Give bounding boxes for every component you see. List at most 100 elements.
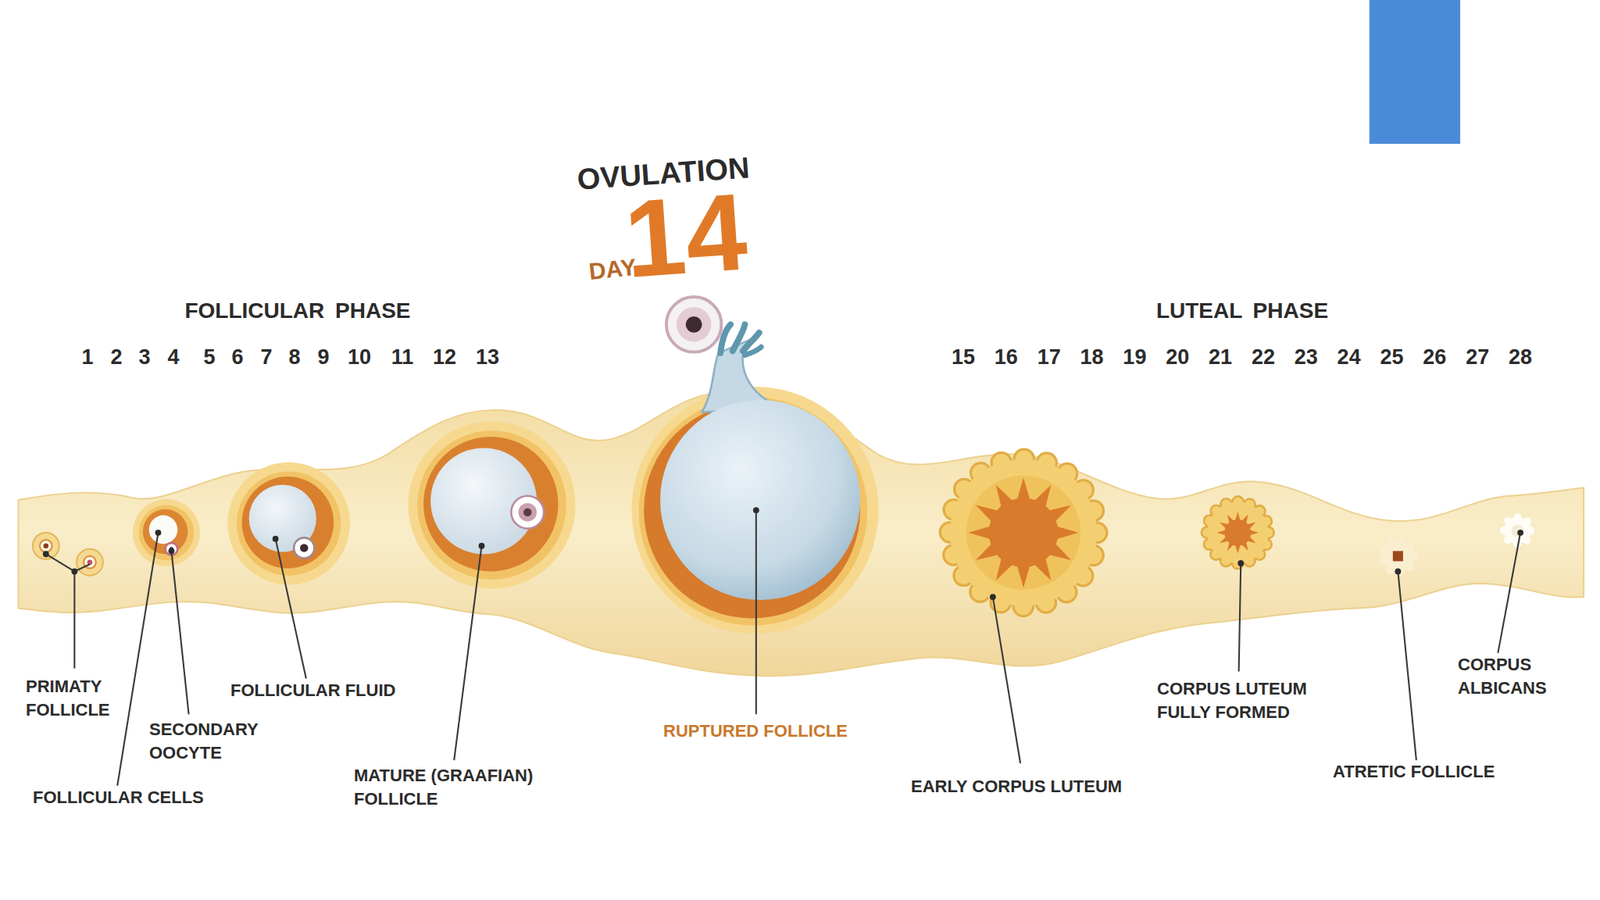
luteal-spike	[1016, 563, 1031, 588]
cycle-day-number: 5	[203, 344, 215, 370]
corpus-luteum-core	[1217, 511, 1260, 554]
leader-dot	[1394, 568, 1401, 575]
luteal-core	[968, 477, 1079, 588]
cycle-day-number: 26	[1422, 344, 1447, 370]
leader-dot	[272, 535, 279, 543]
phase-heading: FOLLICULAR PHASE	[184, 297, 411, 325]
leader-line	[453, 546, 482, 761]
oocyte-nucleus	[43, 543, 50, 550]
ruptured-antrum	[660, 400, 861, 600]
luteal-spike	[968, 525, 993, 540]
oocyte-cytoplasm	[518, 503, 538, 522]
part-label: FOLLICULAR CELLS	[32, 787, 204, 808]
luteal-spike	[1053, 525, 1079, 540]
leader-dot	[1517, 529, 1524, 536]
luteal-spike	[1016, 477, 1031, 502]
granulosa-ring	[139, 505, 195, 561]
albicans-core	[1510, 524, 1524, 537]
atretic-core	[1392, 550, 1404, 561]
leader-dot	[753, 507, 760, 514]
corpus-luteum	[1207, 502, 1268, 564]
cycle-day-number: 16	[994, 344, 1018, 370]
leader-dot	[989, 593, 997, 600]
released-cell	[744, 346, 761, 355]
leader-dot	[71, 568, 78, 575]
cycle-day-number: 18	[1080, 344, 1104, 370]
luteal-spike	[1032, 555, 1058, 584]
oocyte-nucleus	[685, 316, 703, 333]
part-label: SECONDARY OOCYTE	[149, 717, 275, 765]
released-oocyte	[666, 296, 722, 353]
part-label: EARLY CORPUS LUTEUM	[910, 776, 1122, 797]
leader-line	[1397, 571, 1417, 761]
cycle-day-number: 27	[1465, 344, 1490, 370]
early-corpus-luteum-edge	[950, 459, 1097, 607]
follicle-wall	[242, 476, 335, 569]
part-label: RUPTURED FOLLICLE	[663, 721, 848, 742]
cycle-day-number: 6	[231, 344, 243, 370]
part-label: CORPUS ALBICANS	[1457, 653, 1564, 700]
cycle-day-number: 1	[81, 344, 93, 370]
part-label: ATRETIC FOLLICLE	[1332, 761, 1495, 783]
corner-bar	[1369, 0, 1461, 144]
leader-line	[46, 553, 75, 668]
atretic-follicle	[1382, 540, 1414, 572]
leader-dot	[168, 547, 175, 554]
oocyte-nucleus	[523, 507, 532, 516]
oocyte-cytoplasm	[676, 307, 711, 342]
cycle-day-number: 8	[288, 344, 300, 370]
luteal-spike	[1241, 513, 1251, 525]
leader-dot	[42, 550, 50, 558]
cycle-day-number: 2	[110, 344, 122, 370]
luteal-spike	[1217, 529, 1227, 536]
primary-oocyte	[39, 539, 53, 553]
secondary-follicle	[132, 499, 200, 567]
leader-line	[275, 539, 307, 679]
granulosa-ring	[639, 396, 868, 626]
luteal-spike	[1249, 529, 1259, 536]
cycle-day-number: 20	[1165, 344, 1190, 370]
cycle-day-number: 17	[1037, 344, 1061, 370]
luteal-spike	[1046, 541, 1075, 567]
cycle-day-number: 12	[432, 344, 457, 370]
corpus-albicans	[1503, 517, 1531, 544]
luteal-spike	[1241, 541, 1251, 553]
cycle-day-number: 28	[1508, 344, 1533, 370]
luteal-spike	[1225, 513, 1235, 525]
part-label: MATURE (GRAAFIAN) FOLLICLE	[353, 764, 561, 811]
oocyte	[165, 542, 179, 556]
oocyte-nucleus	[300, 543, 308, 552]
oocyte-nucleus	[87, 559, 93, 565]
granulosa-ring	[417, 430, 567, 580]
luteal-core-center	[989, 497, 1059, 568]
leader-line	[1497, 532, 1521, 654]
primary-follicle	[32, 532, 60, 560]
luteal-spike	[1235, 544, 1241, 554]
leader-line	[171, 550, 189, 715]
corpus-luteum-edge	[1207, 502, 1268, 564]
luteal-spike	[989, 555, 1015, 584]
day-number-large: 14	[621, 176, 750, 295]
oocyte	[293, 537, 315, 558]
luteal-core-center	[1224, 519, 1251, 547]
oocyte	[510, 496, 544, 529]
ovary-band	[18, 390, 1585, 676]
luteal-spike	[1217, 535, 1229, 546]
luteal-spike	[971, 499, 1000, 525]
luteal-spike	[1225, 541, 1235, 553]
luteal-spike	[1217, 519, 1229, 529]
phase-heading: LUTEAL PHASE	[1156, 297, 1329, 325]
granulosa-ring	[236, 471, 341, 575]
cycle-day-number: 19	[1122, 344, 1147, 370]
leader-dot	[155, 529, 162, 536]
cycle-day-number: 3	[138, 344, 150, 370]
cycle-day-number: 25	[1379, 344, 1404, 370]
luteal-spike	[1032, 481, 1058, 510]
graafian-follicle	[407, 421, 575, 589]
cycle-day-number: 21	[1208, 344, 1233, 370]
cycle-day-number: 13	[475, 344, 500, 370]
cycle-day-number: 15	[951, 344, 975, 370]
luteal-spike	[1246, 519, 1258, 529]
luteal-spike	[1235, 511, 1241, 522]
leader-dot	[1237, 560, 1244, 567]
